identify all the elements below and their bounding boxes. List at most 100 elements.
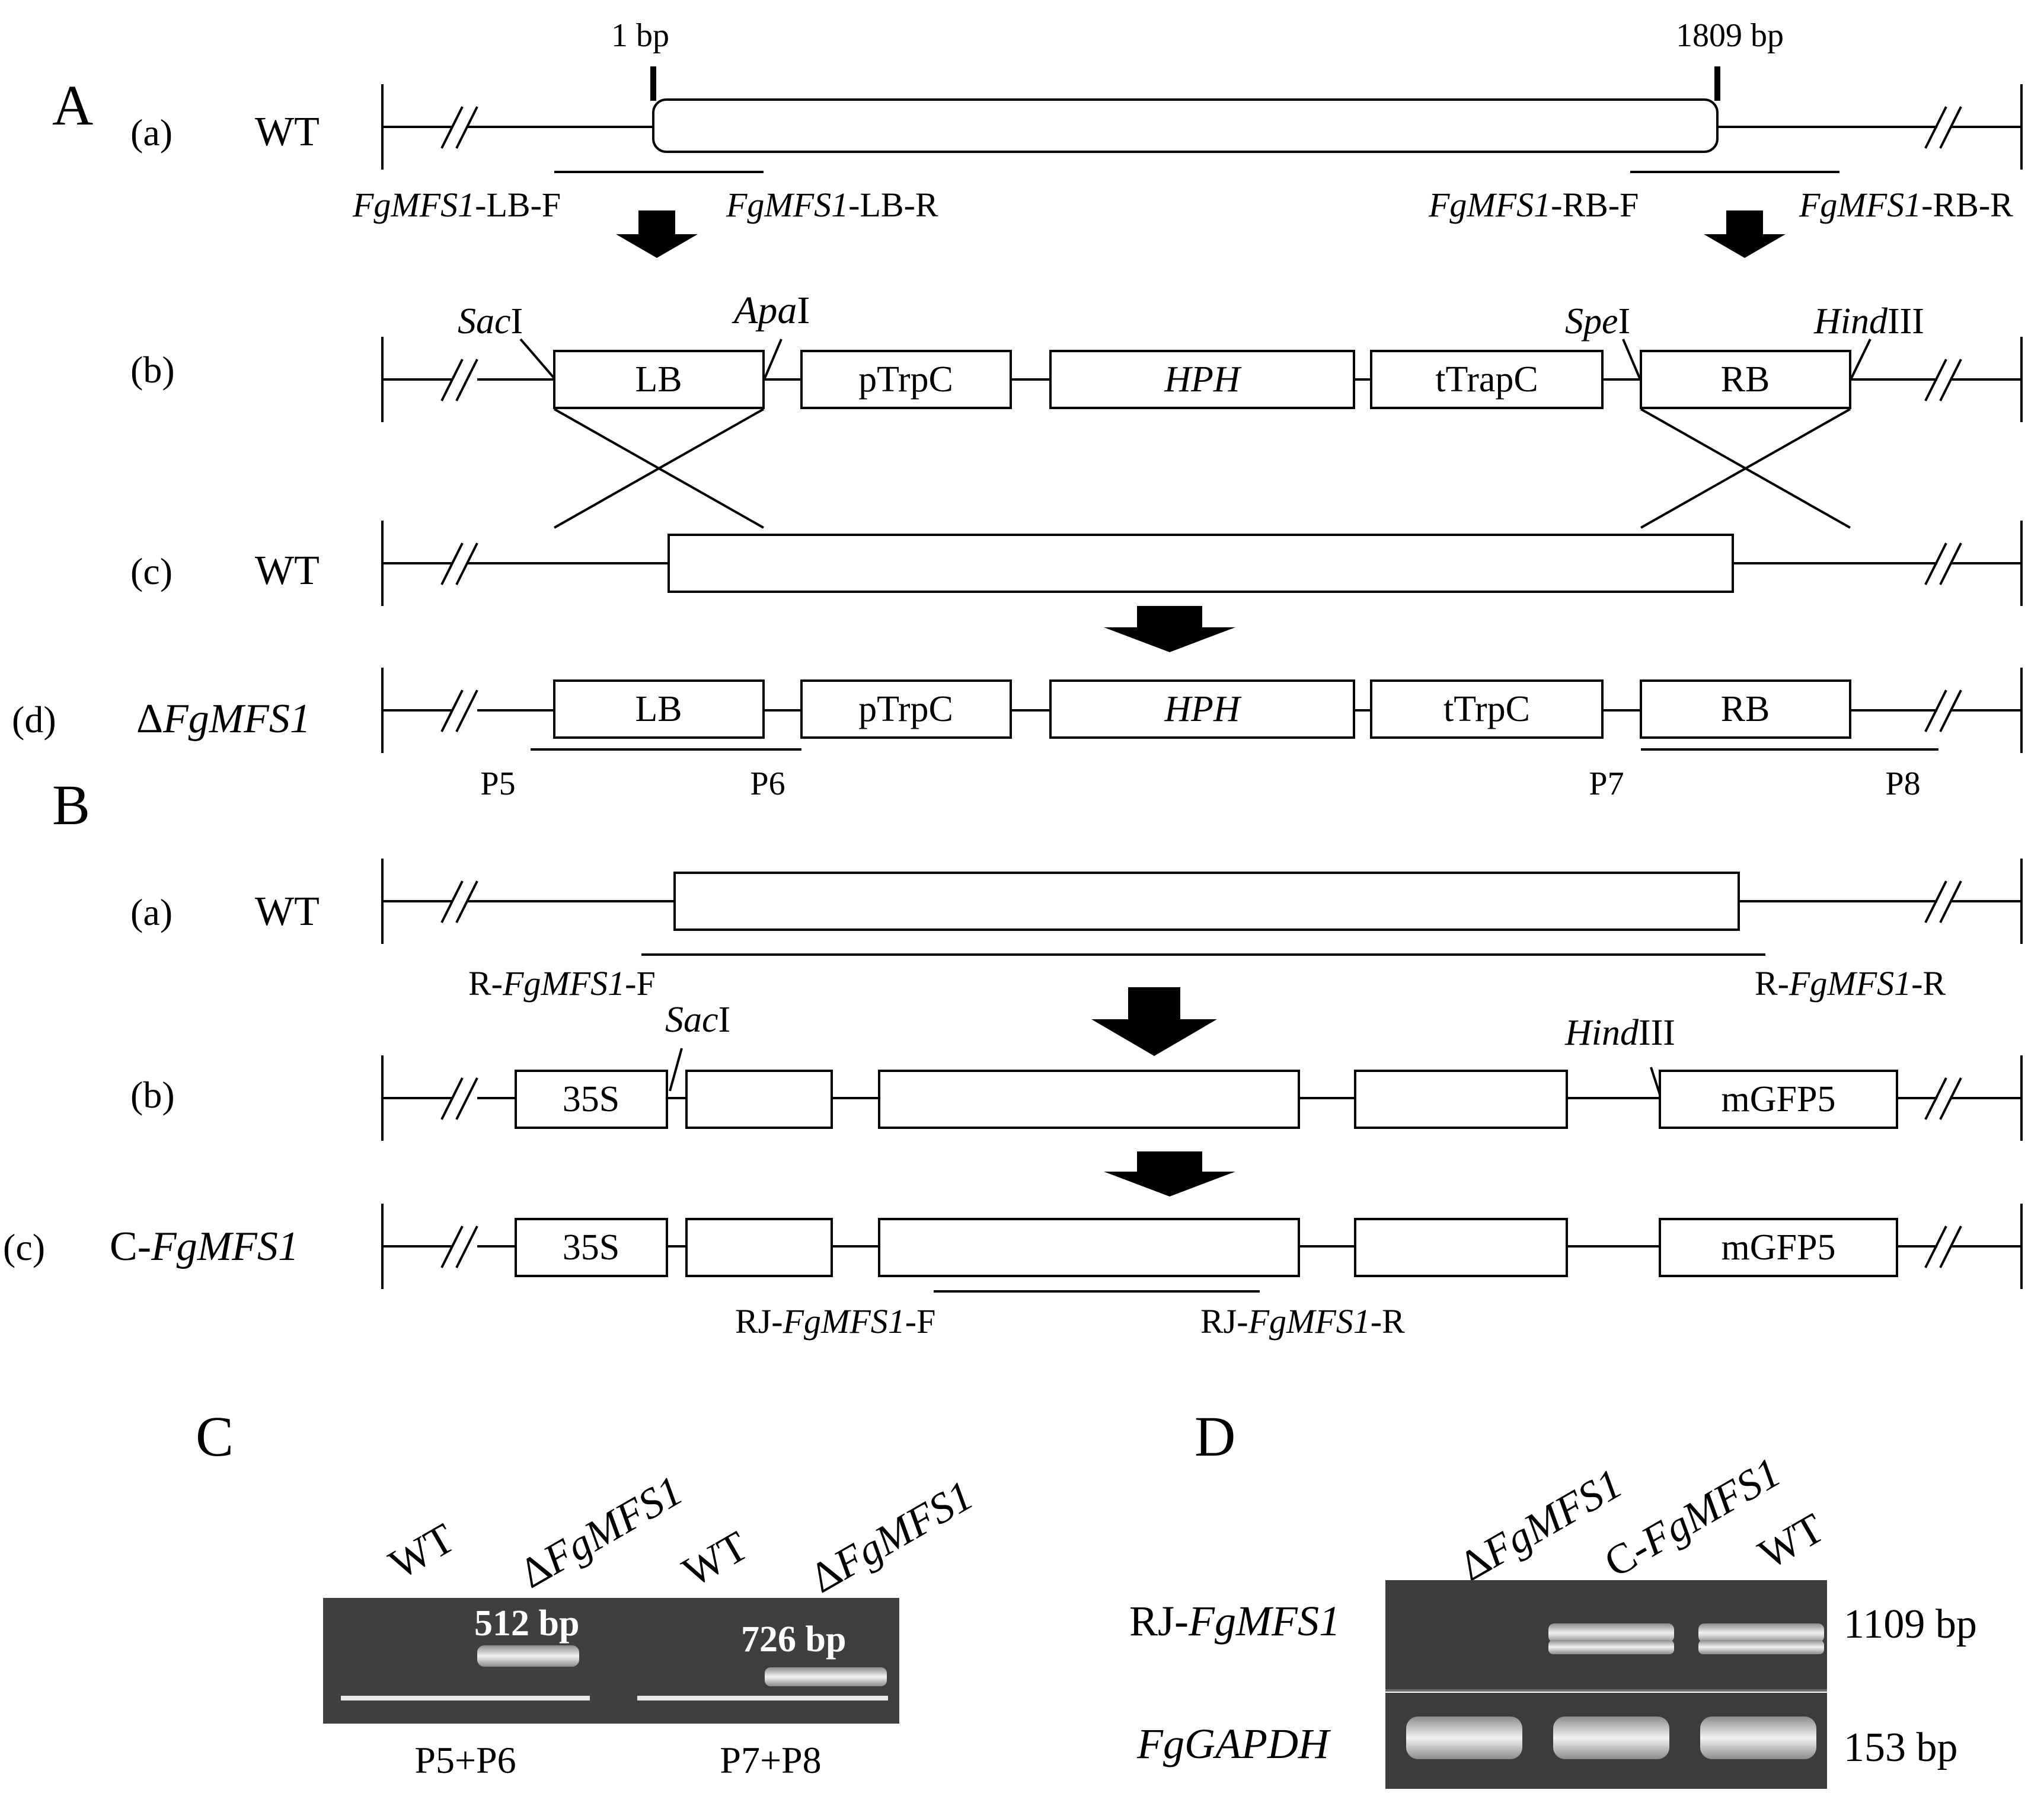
primer-p8: P8 <box>1885 765 1920 802</box>
arrow-down-icon <box>1104 606 1235 652</box>
panel-a-row-d: (d) ΔFgMFS1 LB pTrpC HPH tTrpC RB P5 P6 … <box>12 668 2023 802</box>
row-tag: (d) <box>12 698 56 741</box>
lane-label-ko: ΔFgMFS1 <box>1451 1459 1630 1590</box>
primer-p5: P5 <box>480 765 515 802</box>
row-tag: (a) <box>130 111 173 154</box>
panel-label-c: C <box>196 1405 234 1468</box>
row-tag: (a) <box>130 891 173 933</box>
row-tag: (b) <box>130 1074 175 1116</box>
primer-rb-r: FgMFS1-RB-R <box>1799 186 2013 224</box>
recombination-cross-left <box>554 408 764 529</box>
panel-a-row-b: (b) LB pTrpC HPH tTrapC RB SacI ApaI Spe… <box>130 289 2023 422</box>
row-tag: (b) <box>130 349 175 391</box>
ttrapc-label: tTrapC <box>1435 359 1538 400</box>
strain-label: WT <box>255 548 320 594</box>
ptrpc-label: pTrpC <box>858 359 953 400</box>
end-marker-label: 1809 bp <box>1676 17 1784 54</box>
lane-label-wt-1: WT <box>381 1514 462 1588</box>
gel-band <box>1548 1640 1674 1654</box>
lb-label: LB <box>635 359 682 400</box>
strain-label: WT <box>255 109 320 155</box>
mgfp5-label: mGFP5 <box>1722 1227 1836 1268</box>
primer-p6: P6 <box>750 765 785 802</box>
strain-label: C-FgMFS1 <box>110 1224 299 1269</box>
exon-3-box <box>1354 1070 1568 1129</box>
gene-orf-box <box>652 98 1719 153</box>
exon-2-box <box>878 1218 1300 1277</box>
mgfp5-box <box>1659 1218 1898 1277</box>
ttrpc-label: tTrpC <box>1443 689 1530 729</box>
primer-p7: P7 <box>1589 765 1624 802</box>
row-label-reference: FgGAPDH <box>1136 1720 1331 1767</box>
gel-band <box>1698 1623 1824 1642</box>
lane-label-ko-1: ΔFgMFS1 <box>512 1466 691 1597</box>
recombination-cross-right <box>1640 408 1851 529</box>
lane-label-ko-2: ΔFgMFS1 <box>802 1471 981 1601</box>
gel-band <box>477 1645 579 1667</box>
primer-pair-p7p8: P7+P8 <box>720 1739 821 1781</box>
panel-d-gel: ΔFgMFS1 C-FgMFS1 WT RJ-FgMFS1 FgGAPDH 11… <box>1129 1449 1977 1789</box>
ttrpc-box <box>1370 679 1604 739</box>
gel-band <box>1700 1717 1816 1759</box>
arrow-down-icon <box>1091 987 1217 1056</box>
exon-3-box <box>1354 1218 1568 1277</box>
exon-1-box <box>685 1070 833 1129</box>
ptrpc-label: pTrpC <box>858 689 953 729</box>
panel-label-d: D <box>1195 1405 1235 1468</box>
primer-rj-f: RJ-FgMFS1-F <box>735 1302 935 1341</box>
gel-band <box>1553 1717 1669 1759</box>
promoter-35s-label: 35S <box>563 1079 619 1119</box>
site-spei: SpeI <box>1565 301 1630 342</box>
site-hindiii: HindIII <box>1813 301 1924 342</box>
rb-label: RB <box>1721 359 1770 400</box>
panel-c-gel: WT ΔFgMFS1 WT ΔFgMFS1 512 bp 726 bp P5+P… <box>323 1466 981 1781</box>
lb-box <box>553 350 765 409</box>
gel-band <box>1406 1717 1522 1759</box>
exon-1-box <box>685 1218 833 1277</box>
band-size-726: 726 bp <box>741 1619 846 1660</box>
row-tag: (c) <box>3 1226 45 1268</box>
lane-label-wt-2: WT <box>675 1522 756 1596</box>
strain-label: WT <box>255 889 320 934</box>
gel-band <box>765 1667 887 1686</box>
panel-b-row-b: (b) 35S mGFP5 SacI HindIII <box>130 1000 2023 1141</box>
promoter-35s-box <box>515 1070 668 1129</box>
arrow-down-icon <box>1704 210 1786 258</box>
start-marker-label: 1 bp <box>611 17 669 54</box>
site-apai: ApaI <box>732 289 810 332</box>
primer-rj-r: RJ-FgMFS1-R <box>1200 1302 1405 1341</box>
size-label-target: 1109 bp <box>1844 1601 1977 1647</box>
mgfp5-label: mGFP5 <box>1722 1079 1836 1119</box>
primer-pair-p5p6: P5+P6 <box>414 1739 516 1781</box>
gel-band <box>1548 1623 1674 1642</box>
panel-b-row-a: (a) WT R-FgMFS1-F R-FgMFS1-R <box>130 859 2023 1003</box>
band-size-512: 512 bp <box>474 1603 579 1644</box>
ttrapc-box <box>1370 350 1604 409</box>
gel-image <box>323 1598 899 1724</box>
gene-box <box>668 534 1734 593</box>
lane-label-comp: C-FgMFS1 <box>1596 1449 1788 1587</box>
panel-a-row-a: (a) WT 1 bp 1809 bp FgMFS1-LB-F FgMFS1-L… <box>130 17 2023 224</box>
panel-a-row-c: (c) WT <box>130 521 2023 606</box>
gel-band <box>1698 1640 1824 1654</box>
row-label-target: RJ-FgMFS1 <box>1129 1597 1340 1645</box>
rb-label: RB <box>1721 689 1770 729</box>
lb-box <box>553 679 765 739</box>
site-saci: SacI <box>458 301 523 342</box>
row-tag: (c) <box>130 550 173 592</box>
site-hindiii: HindIII <box>1564 1013 1675 1053</box>
ptrpc-box <box>800 350 1012 409</box>
panel-label-b: B <box>52 773 90 837</box>
hph-box <box>1049 679 1355 739</box>
exon-2-box <box>878 1070 1300 1129</box>
ptrpc-box <box>800 679 1012 739</box>
primer-rb-f: FgMFS1-RB-F <box>1428 186 1639 224</box>
arrow-down-icon <box>1104 1151 1235 1197</box>
primer-r-r: R-FgMFS1-R <box>1755 964 1946 1003</box>
hph-label: HPH <box>1164 359 1242 400</box>
rb-box <box>1640 350 1851 409</box>
primer-lb-r: FgMFS1-LB-R <box>726 186 938 224</box>
panel-b-row-c: (c) C-FgMFS1 35S mGFP5 RJ-FgMFS1-F RJ-Fg… <box>3 1204 2023 1341</box>
lane-label-wt: WT <box>1751 1504 1832 1578</box>
